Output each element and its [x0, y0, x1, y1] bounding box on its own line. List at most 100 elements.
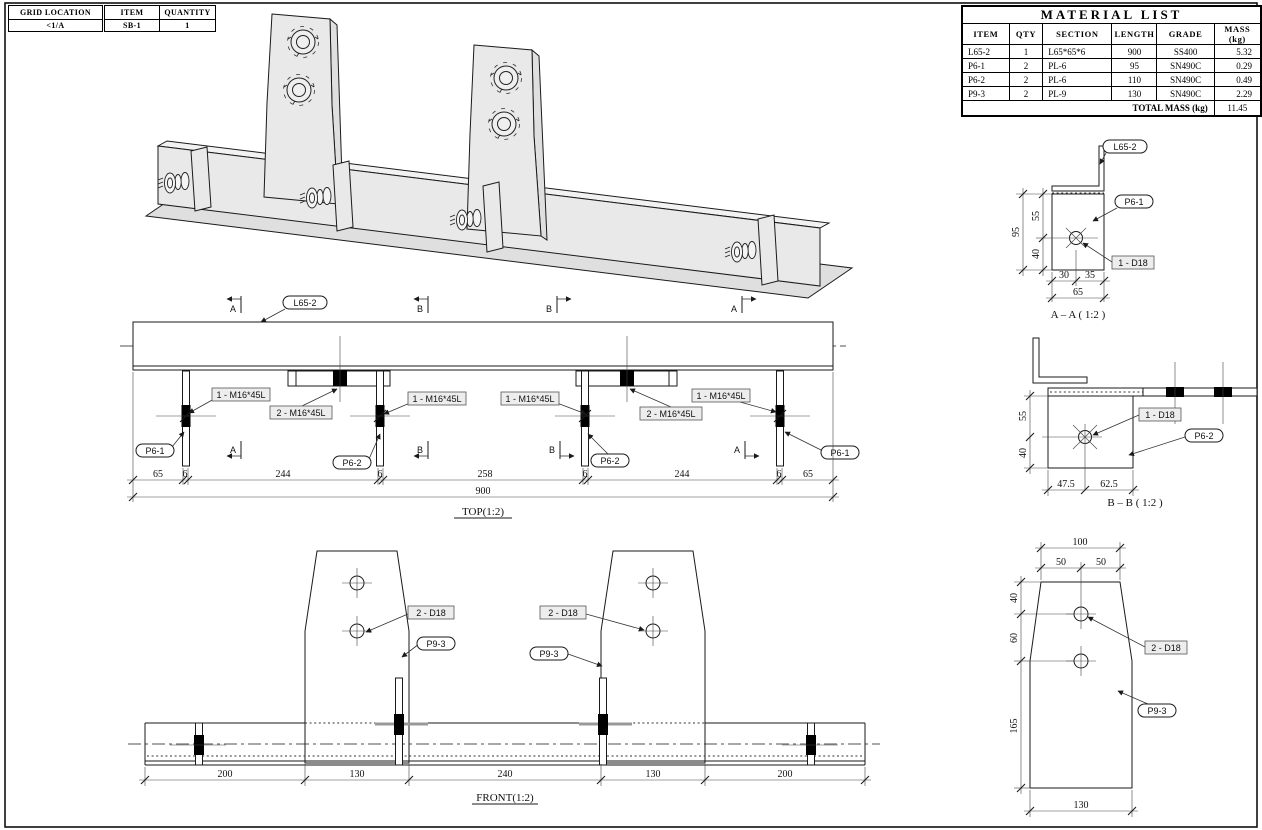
dim-text: 40 — [1031, 249, 1042, 259]
p6-2-callout-left: P6-2 — [332, 433, 381, 470]
p9-3-detail-view: 100 50 50 40 60 165 130 2 - D18 — [1009, 537, 1188, 817]
top-view-dimensions: 65 6 244 6 258 6 244 6 65 900 — [127, 372, 839, 502]
front-view: 2 - D18 P9-3 2 - D18 P9-3 — [128, 550, 880, 805]
section-aa-title: A – A ( 1:2 ) — [1051, 309, 1106, 321]
gusset-front-1 — [304, 550, 410, 764]
bolt-label: 1 - M16*45L — [412, 394, 461, 404]
dim-text: 6 — [583, 469, 588, 480]
section-letter: A — [734, 445, 740, 455]
material-row: P6-2 2 PL-6 110 SN490C 0.49 — [961, 72, 1262, 87]
section-mark-a-bottom-right: A — [734, 441, 760, 459]
bolt-label: 1 - M16*45L — [505, 394, 554, 404]
plate-label: P6-2 — [342, 458, 361, 468]
dim-text: 95 — [1011, 227, 1022, 237]
section-letter: A — [230, 304, 236, 314]
hole-callout-front-2: 2 - D18 — [539, 605, 645, 632]
quantity-header: QUANTITY — [159, 5, 216, 20]
angle-callout: L65-2 — [260, 295, 328, 323]
item-header: ITEM — [102, 5, 160, 20]
p6-2-callout-right: P6-2 — [587, 433, 630, 468]
hole-bb — [1042, 424, 1102, 452]
gusset-strip-1 — [287, 336, 391, 402]
section-aa-view: 55 40 95 30 35 65 L65-2 P6-1 1 - D18 — [1011, 139, 1155, 321]
p6-2-section — [1047, 395, 1134, 469]
p6-plate-plan-4 — [750, 370, 810, 467]
hole-label: 1 - D18 — [1118, 258, 1148, 268]
p6-front-3 — [579, 677, 632, 766]
p6-1-callout-left: P6-1 — [135, 431, 185, 458]
p6-front-1 — [170, 722, 226, 766]
plate-label: P6-2 — [1194, 431, 1213, 441]
material-total-row: TOTAL MASS (kg) 11.45 — [961, 100, 1262, 117]
p6-front-2 — [375, 677, 428, 766]
base-bar — [128, 722, 880, 766]
total-mass-label: TOTAL MASS (kg) — [961, 100, 1215, 117]
p6-plate-plan-1 — [156, 370, 216, 467]
gusset-holes — [342, 568, 668, 646]
p6-1-callout-right: P6-1 — [784, 431, 860, 460]
dim-text: 200 — [218, 769, 233, 780]
bolt-callout-3: 1 - M16*45L — [383, 391, 467, 415]
bb-dimensions: 55 40 47.5 62.5 — [1018, 390, 1139, 496]
small-plate-assembly-4 — [724, 214, 779, 286]
small-plate-assembly-3 — [449, 181, 504, 253]
bolt-callout-6: 1 - M16*45L — [691, 388, 777, 414]
sheet-border — [4, 2, 1258, 828]
plate-label: P6-2 — [600, 456, 619, 466]
dim-text: 200 — [778, 769, 793, 780]
bolt-callout-2: 2 - M16*45L — [269, 388, 338, 420]
front-view-dimensions: 200 130 240 130 200 — [139, 764, 871, 786]
dim-text: 30 — [1059, 270, 1069, 281]
section-mark-a-top-right: A — [731, 296, 757, 314]
plate-label: P6-1 — [145, 446, 164, 456]
dim-text: 65 — [153, 469, 163, 480]
dim-text: 100 — [1073, 537, 1088, 548]
col-header-qty: QTY — [1008, 23, 1044, 45]
bolt-callout-5: 2 - M16*45L — [629, 388, 703, 421]
section-letter: B — [417, 445, 423, 455]
bolt-callout-4: 1 - M16*45L — [500, 391, 587, 415]
dim-text: 65 — [1073, 287, 1083, 298]
col-header-item: ITEM — [961, 23, 1010, 45]
gusset-label: P9-3 — [1147, 706, 1166, 716]
dim-text: 40 — [1009, 593, 1020, 603]
top-view-title: TOP(1:2) — [462, 506, 504, 518]
bolt-label: 1 - M16*45L — [216, 390, 265, 400]
dim-text: 62.5 — [1100, 479, 1118, 490]
section-mark-b-top-left: B — [413, 296, 429, 314]
col-header-grade: GRADE — [1156, 23, 1215, 45]
gusset-plate-1 — [263, 13, 344, 210]
grid-location-value: <1/A — [8, 19, 104, 32]
bolt-label: 1 - M16*45L — [696, 391, 745, 401]
p6-front-4 — [782, 722, 838, 766]
dim-text: 50 — [1056, 557, 1066, 568]
angle-label: L65-2 — [293, 298, 316, 308]
dim-text: 6 — [777, 469, 782, 480]
hole-label: 2 - D18 — [1151, 643, 1181, 653]
col-header-section: SECTION — [1042, 23, 1113, 45]
section-mark-b-bottom-left: B — [413, 441, 429, 459]
dim-text: 240 — [498, 769, 513, 780]
section-letter: A — [230, 445, 236, 455]
section-bb-view: 55 40 47.5 62.5 1 - D18 P6-2 B – B ( 1:2… — [1018, 337, 1258, 509]
hole-label: 2 - D18 — [416, 608, 446, 618]
section-mark-b-top-right: B — [546, 296, 572, 314]
gusset-callout-front-2: P9-3 — [529, 646, 603, 667]
gusset-label: P9-3 — [426, 639, 445, 649]
material-list-table: MATERIAL LIST ITEM QTY SECTION LENGTH GR… — [961, 5, 1262, 117]
bolt-label: 2 - M16*45L — [646, 409, 695, 419]
col-header-mass: MASS (kg) — [1213, 23, 1262, 45]
total-mass-value: 11.45 — [1213, 100, 1262, 117]
plate-label: P6-1 — [1124, 197, 1143, 207]
section-letter: B — [549, 445, 555, 455]
angle-section-bb — [1032, 337, 1088, 384]
small-plate-assembly-2 — [299, 160, 354, 232]
bb-callouts: 1 - D18 P6-2 — [1092, 407, 1224, 457]
angle-label: L65-2 — [1113, 142, 1136, 152]
dim-text: 6 — [378, 469, 383, 480]
section-bb-title: B – B ( 1:2 ) — [1107, 497, 1163, 509]
dim-text: 244 — [675, 469, 690, 480]
aa-dimensions: 55 40 95 30 35 65 — [1011, 188, 1110, 303]
dim-text: 60 — [1009, 633, 1020, 643]
